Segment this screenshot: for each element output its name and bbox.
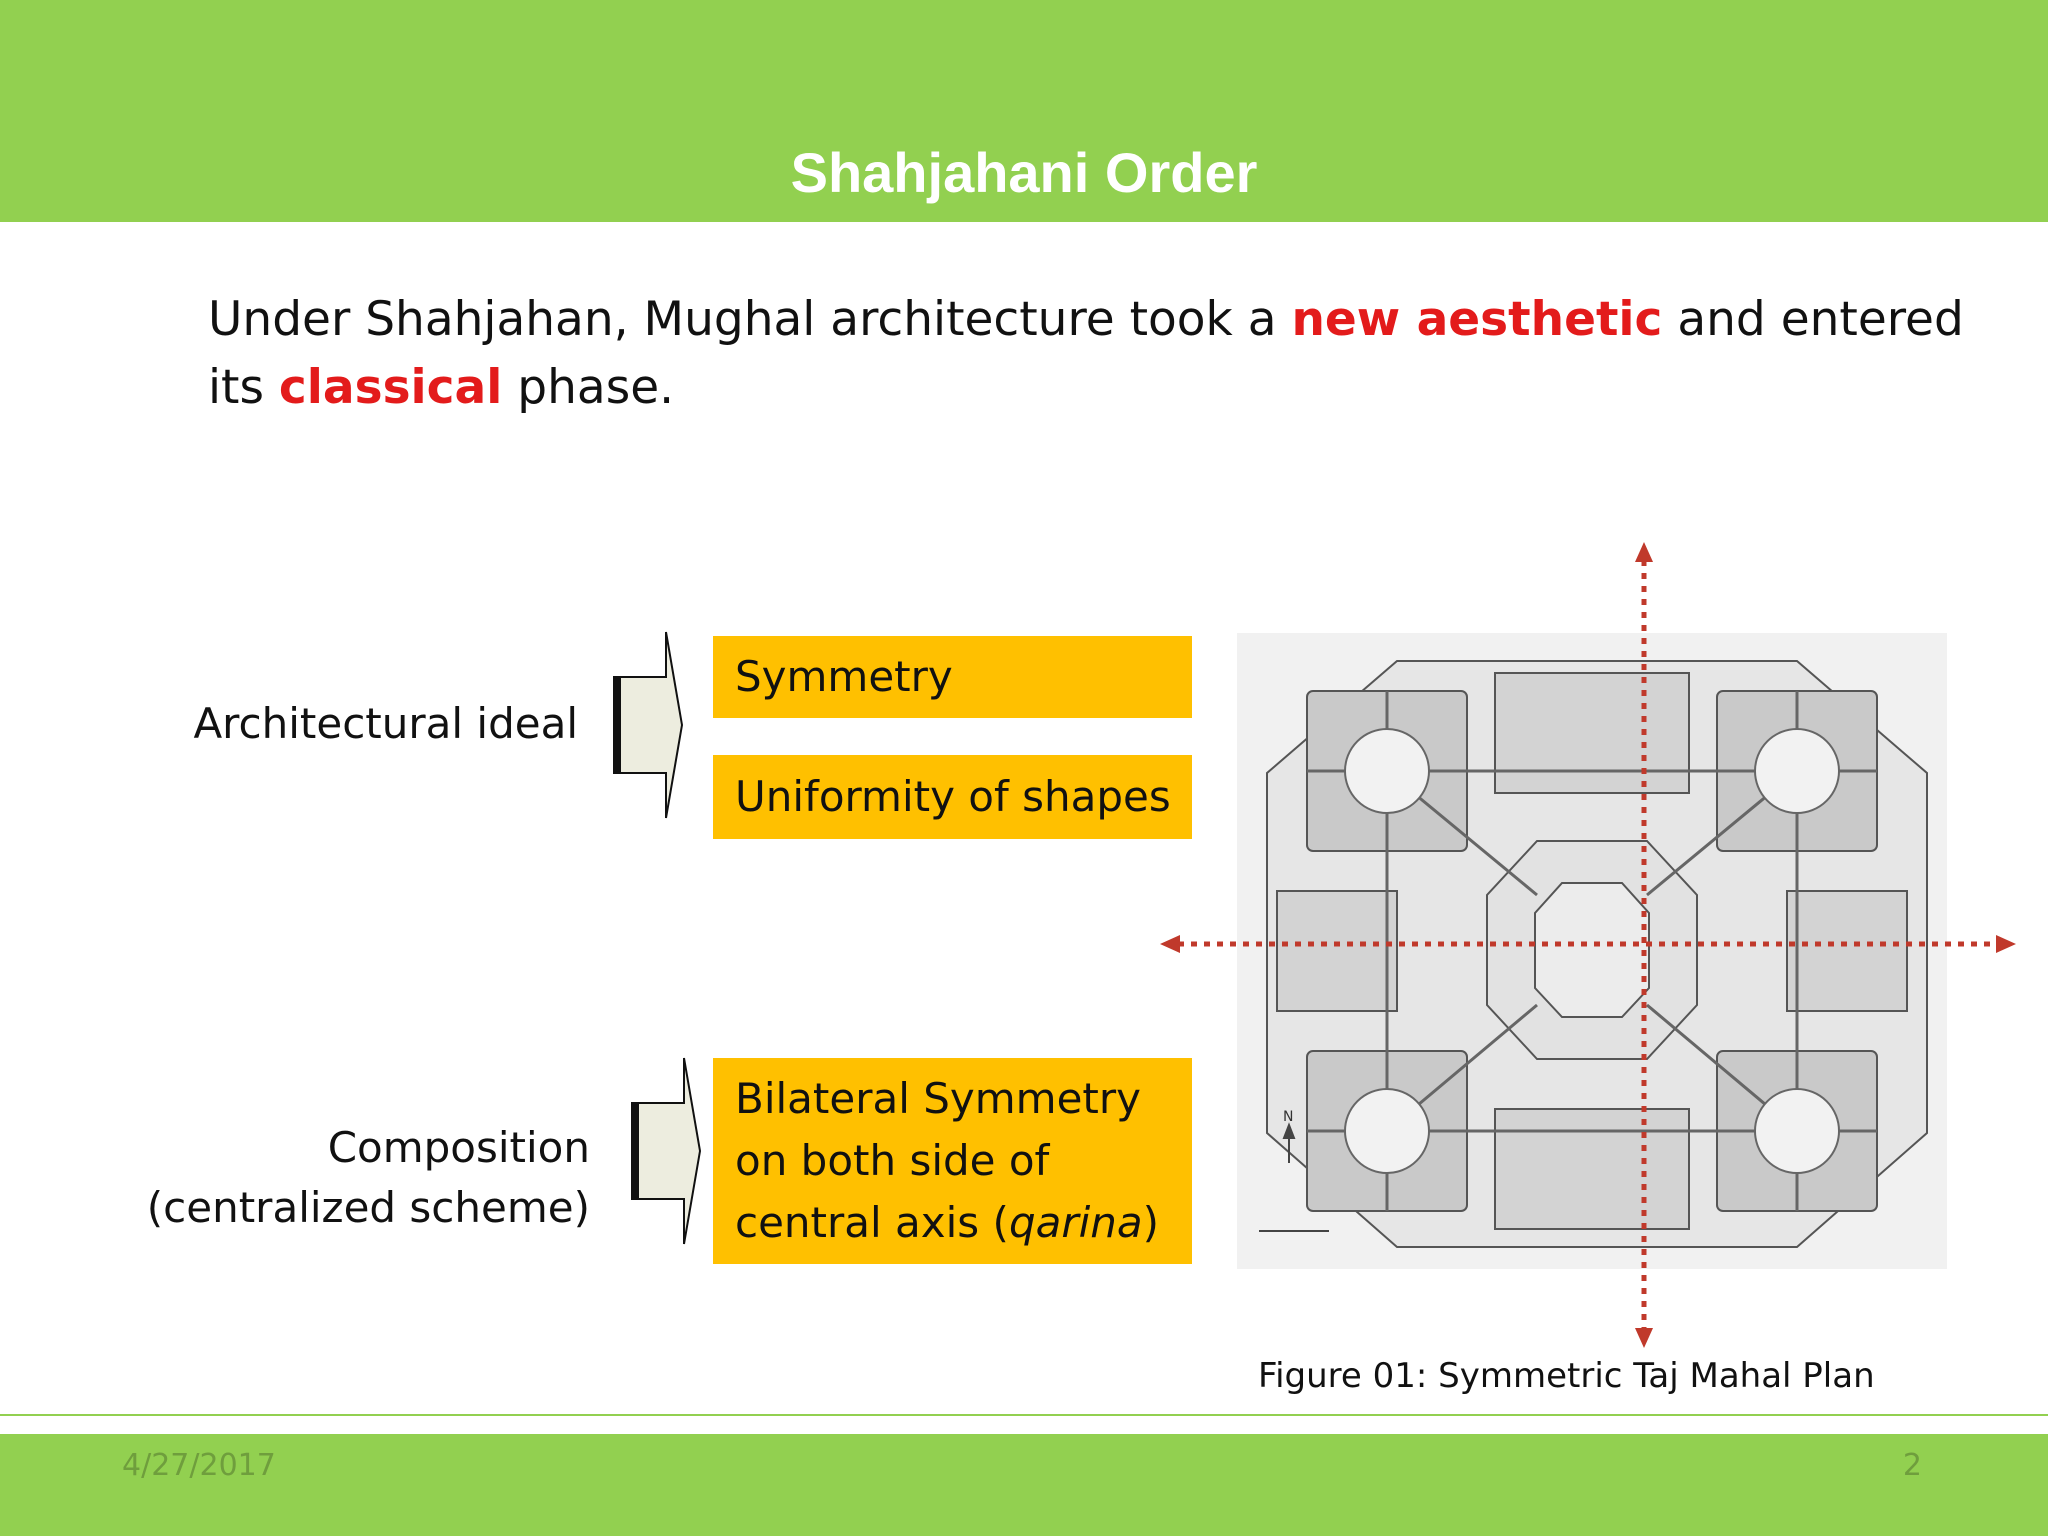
axis-arrow-down-icon — [1635, 1328, 1653, 1348]
intro-text-1: Under Shahjahan, Mughal architecture too… — [208, 292, 1292, 347]
axis-arrow-left-icon — [1160, 935, 1180, 953]
arrow-right-icon — [631, 1057, 702, 1245]
footer-divider — [0, 1414, 2048, 1416]
intro-text-3: phase. — [502, 360, 675, 415]
qarina-term: qarina — [1008, 1198, 1143, 1247]
label-composition: Composition (centralized scheme) — [100, 1118, 590, 1238]
footer-bar — [0, 1434, 2048, 1536]
box-bilateral-line1: Bilateral Symmetry — [735, 1074, 1141, 1123]
intro-paragraph: Under Shahjahan, Mughal architecture too… — [208, 286, 1968, 422]
arrow-right-icon — [613, 631, 684, 819]
box-bilateral-line3-suffix: ) — [1142, 1198, 1160, 1247]
box-bilateral-line3: central axis (qarina) — [735, 1192, 1192, 1254]
intro-highlight-new-aesthetic: new aesthetic — [1291, 292, 1663, 347]
compass-label: N — [1283, 1109, 1293, 1125]
axis-arrow-right-icon — [1996, 935, 2016, 953]
floor-plan-drawing: N — [1259, 660, 1928, 1248]
box-bilateral-line2: on both side of — [735, 1136, 1050, 1185]
box-bilateral-line3-prefix: central axis ( — [735, 1198, 1009, 1247]
figure-caption: Figure 01: Symmetric Taj Mahal Plan — [1258, 1356, 1875, 1396]
label-composition-line1: Composition — [327, 1123, 590, 1172]
box-uniformity-of-shapes: Uniformity of shapes — [713, 755, 1192, 839]
footer-date: 4/27/2017 — [122, 1448, 276, 1483]
intro-highlight-classical: classical — [278, 360, 503, 415]
box-symmetry: Symmetry — [713, 636, 1192, 718]
slide-title: Shahjahani Order — [790, 141, 1258, 204]
header-bar — [0, 0, 2048, 222]
page-number: 2 — [1902, 1448, 1922, 1483]
label-composition-line2: (centralized scheme) — [146, 1183, 590, 1232]
axis-arrow-up-icon — [1635, 542, 1653, 562]
box-bilateral-symmetry: Bilateral Symmetry on both side of centr… — [713, 1058, 1192, 1264]
intro-text-2: and entered its — [208, 292, 1964, 415]
taj-mahal-plan-figure: N — [1237, 633, 1947, 1269]
label-architectural-ideal: Architectural ideal — [193, 699, 578, 748]
